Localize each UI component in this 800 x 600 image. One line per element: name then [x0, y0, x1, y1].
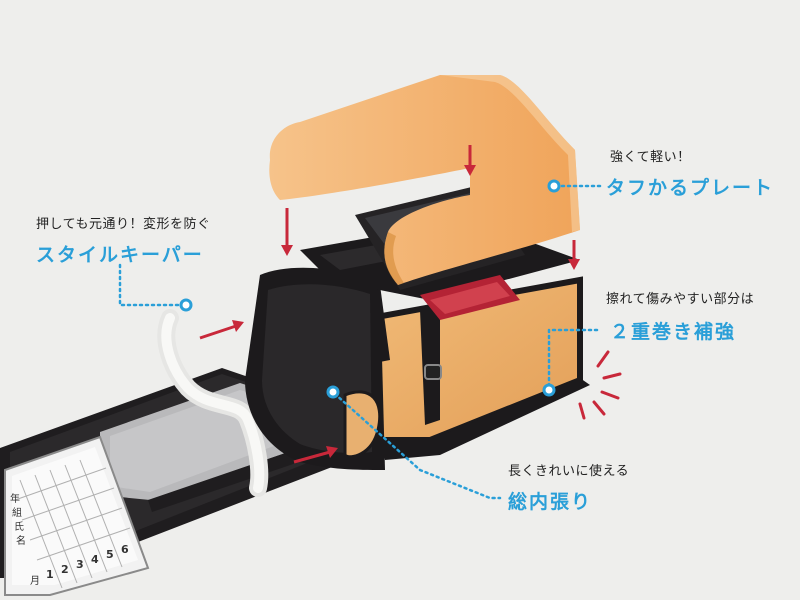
corner-title: ２重巻き補強: [610, 321, 737, 343]
name-card-digit: 2: [61, 563, 69, 576]
name-card-prefix: 月: [30, 575, 40, 587]
corner-leader: [547, 328, 602, 388]
name-card-label: 年: [10, 492, 20, 505]
impact-lines-icon: [578, 350, 622, 420]
right-arrow-icon: [199, 320, 244, 340]
plate-title: タフかるプレート: [606, 177, 775, 199]
name-card-digit: 3: [76, 558, 84, 571]
name-card-label: 名: [16, 534, 26, 547]
lining-leader: [333, 392, 502, 500]
keeper-leader: [118, 263, 180, 307]
keeper-title: スタイルキーパー: [36, 244, 204, 266]
name-card-digit: 6: [121, 543, 129, 556]
corner-caption: 擦れて傷みやすい部分は: [606, 292, 755, 307]
name-card-label: 組: [12, 506, 22, 519]
name-card-digit: 5: [106, 548, 114, 561]
style-keeper: [157, 309, 269, 497]
callout-dot-icon: [547, 179, 561, 193]
plate-caption: 強くて軽い！: [610, 150, 691, 165]
keeper-caption: 押しても元通り！変形を防ぐ: [36, 217, 211, 232]
callout-dot-icon: [326, 385, 340, 399]
right-arrow-icon: [293, 446, 338, 464]
callout-dot-icon: [542, 383, 556, 397]
callout-dot-icon: [179, 298, 193, 312]
name-card-label: 氏: [14, 521, 24, 533]
lining-title: 総内張り: [508, 491, 593, 513]
down-arrow-icon: [568, 240, 580, 270]
name-card-digit: 4: [91, 553, 99, 566]
down-arrow-icon: [281, 208, 293, 256]
lining-caption: 長くきれいに使える: [508, 464, 630, 479]
down-arrow-icon: [464, 145, 476, 176]
name-card-digit: 1: [46, 568, 54, 581]
tough-plate: [269, 75, 580, 285]
